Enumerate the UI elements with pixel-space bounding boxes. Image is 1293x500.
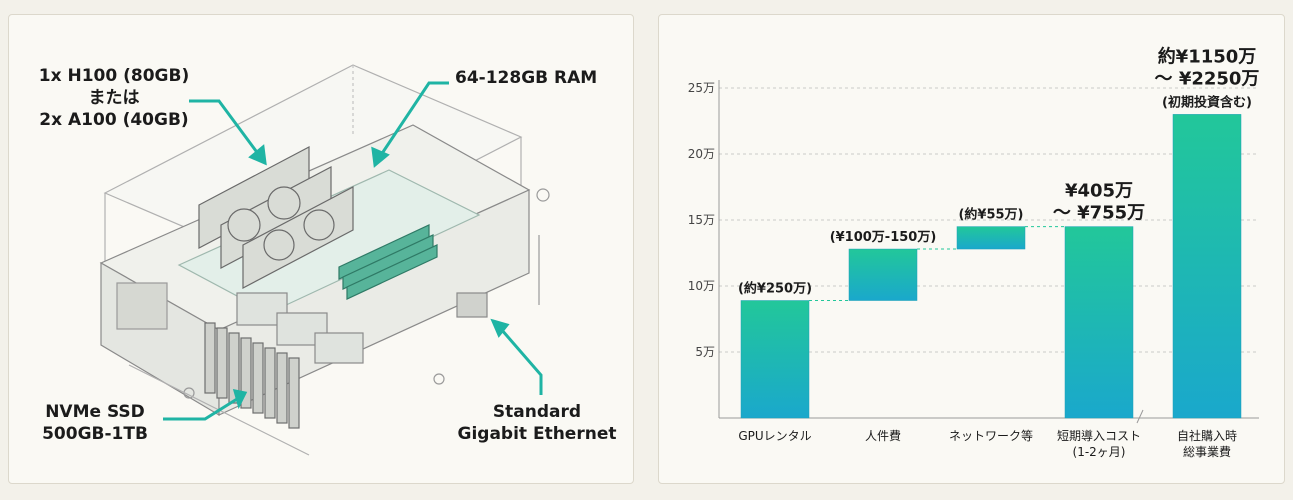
server-illustration xyxy=(99,64,550,456)
bar xyxy=(956,226,1026,250)
ssd-label-line-1: NVMe SSD xyxy=(45,402,145,422)
category-label: 人件費 xyxy=(865,428,901,443)
callout-arrows xyxy=(163,81,543,421)
cost-waterfall-chart: 5万 10万 15万 20万 25万 (約¥250万) GPUレンタル (¥100万-150万… xyxy=(688,45,1260,459)
axis-break-mark xyxy=(1136,409,1144,424)
cpu-cooler-3 xyxy=(314,332,364,364)
category-label: 短期導入コスト xyxy=(1057,429,1141,443)
data-label: (¥100万-150万) xyxy=(830,230,937,245)
gpu-label-line-3: 2x A100 (40GB) xyxy=(39,110,189,130)
ssd-label: NVMe SSD 500GB-1TB xyxy=(25,401,165,445)
category-label: 総事業費 xyxy=(1183,444,1231,459)
gpu-label-line-2: または xyxy=(88,88,140,108)
ram-label: 64-128GB RAM xyxy=(455,68,598,88)
ram-modules xyxy=(338,224,438,300)
category-label: ネットワーク等 xyxy=(949,429,1033,443)
network-label-line-2: Gigabit Ethernet xyxy=(457,424,617,444)
network-label-line-1: Standard xyxy=(492,402,582,422)
data-label: (初期投資含む) xyxy=(1162,94,1252,110)
y-tick-label: 20万 xyxy=(688,147,715,161)
data-label: 〜 ¥755万 xyxy=(1053,203,1145,224)
bar xyxy=(848,248,918,301)
bar xyxy=(1172,114,1242,419)
server-diagram-panel: 1x H100 (80GB) または 2x A100 (40GB) 64-128… xyxy=(8,14,634,484)
bar xyxy=(1064,226,1134,419)
y-tick-label: 25万 xyxy=(688,81,715,95)
ssd-label-line-2: 500GB-1TB xyxy=(42,424,148,444)
y-tick-label: 10万 xyxy=(688,279,715,293)
y-tick-label: 5万 xyxy=(695,345,715,359)
data-label: (約¥250万) xyxy=(738,281,812,297)
cost-chart-panel: 5万 10万 15万 20万 25万 (約¥250万) GPUレンタル (¥100万-150万… xyxy=(658,14,1285,484)
gpu-cards xyxy=(198,146,354,289)
category-label: GPUレンタル xyxy=(738,429,811,443)
category-label: (1-2ヶ月) xyxy=(1073,445,1126,459)
category-label: 自社購入時 xyxy=(1177,428,1237,443)
data-label: 約¥1150万 xyxy=(1158,45,1257,67)
data-label: 〜 ¥2250万 xyxy=(1155,68,1260,89)
network-label: Standard Gigabit Ethernet xyxy=(445,401,629,445)
y-tick-label: 15万 xyxy=(688,213,715,227)
drive-bays xyxy=(204,322,300,429)
gpu-label: 1x H100 (80GB) または 2x A100 (40GB) xyxy=(19,65,209,131)
bar xyxy=(740,300,810,419)
gpu-label-line-1: 1x H100 (80GB) xyxy=(38,66,190,86)
ethernet-port xyxy=(456,292,488,318)
data-label: ¥405万 xyxy=(1065,181,1133,202)
data-label: (約¥55万) xyxy=(958,207,1023,223)
front-vent xyxy=(116,282,168,330)
